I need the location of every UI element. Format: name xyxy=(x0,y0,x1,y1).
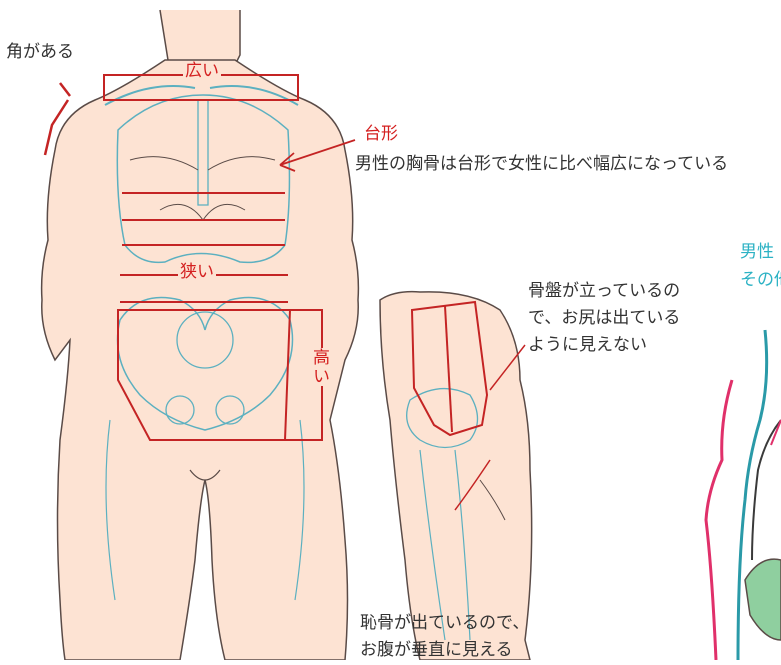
trapezoid-label: 台形 xyxy=(364,124,398,144)
pelvis-note-line-2: で、お尻は出ている xyxy=(528,308,681,328)
green-shape xyxy=(744,558,781,641)
front-torso-figure xyxy=(40,9,360,660)
hip-silhouette xyxy=(379,290,533,660)
pelvis-note-line-3: ように見えない xyxy=(528,335,647,355)
tall-label: 高い xyxy=(309,348,329,386)
trapezoid-arrow xyxy=(279,139,356,172)
wide-label: 広い xyxy=(183,61,221,81)
pelvis-trapezoid xyxy=(117,309,292,441)
pelvis-note-line-1: 骨盤が立っているの xyxy=(528,281,681,301)
side-hip-figure xyxy=(379,290,533,660)
right-partial-figure xyxy=(704,329,781,660)
corner-label: 角がある xyxy=(6,42,74,62)
red-guides xyxy=(43,74,356,441)
teal-contour xyxy=(736,329,769,660)
inner-contour xyxy=(751,419,781,561)
pubic-note-line-2: お腹が垂直に見える xyxy=(360,640,513,660)
shoulder-box xyxy=(103,74,299,101)
pubic-note-line-1: 恥骨が出ているので、 xyxy=(360,613,530,633)
side-pelvis-pointer xyxy=(489,344,526,391)
male-caption-b: その他 xyxy=(740,270,781,290)
pelvis-bones xyxy=(116,296,294,431)
corner-mark xyxy=(43,99,70,156)
torso-silhouette xyxy=(40,59,360,660)
pink-contour xyxy=(704,379,734,660)
corner-mark-tick xyxy=(59,82,71,97)
male-caption-a: 男性 xyxy=(740,242,774,262)
chest-note: 男性の胸骨は台形で女性に比べ幅広になっている xyxy=(355,154,729,174)
side-pelvis-outline xyxy=(410,300,489,437)
narrow-label: 狭い xyxy=(178,262,216,282)
